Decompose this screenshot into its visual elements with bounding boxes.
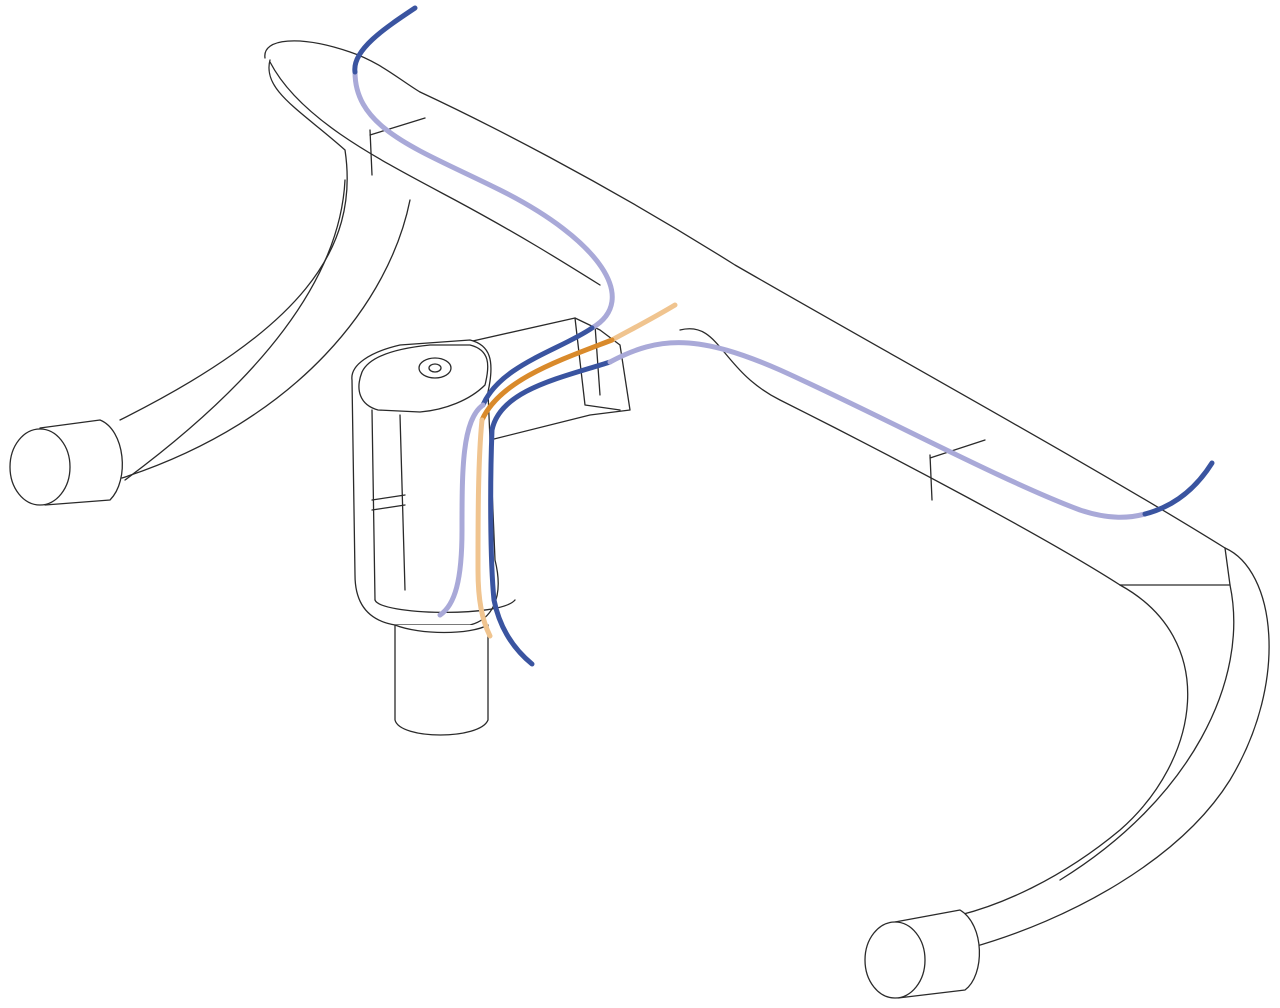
stem-clamp (574, 317, 621, 411)
steerer-tube (394, 625, 489, 736)
cable-lavender-down (437, 402, 486, 618)
bar-bottom-edge-right (679, 328, 1121, 586)
top-cap-bolt (418, 357, 452, 379)
cable-light-orange-upper (609, 302, 678, 343)
bar-grip-line-right (1119, 547, 1231, 586)
right-drop-mid (1059, 584, 1235, 881)
left-drop-inner (124, 179, 346, 481)
left-drop-mid (121, 199, 411, 479)
right-bar-end-cap (864, 921, 926, 999)
cable-dark-orange (479, 337, 615, 423)
bar-top-edge (419, 91, 1226, 549)
cable-dark-blue-down (488, 359, 613, 667)
left-drop-outer (119, 59, 348, 421)
handlebar (9, 40, 1270, 999)
bar-section-line-right (929, 439, 986, 501)
stem-top-cap (358, 344, 489, 413)
bar-section-line-left (369, 117, 426, 176)
cable-dark-blue-right-end (1142, 460, 1215, 517)
cable-dark-blue-left-end (352, 5, 418, 75)
left-top-loop (264, 40, 421, 93)
cable-dark-blue-upper (480, 325, 595, 408)
right-drop-outer (969, 547, 1270, 949)
cable-lavender-left (352, 69, 615, 331)
top-cap-bolt-socket (428, 363, 442, 373)
bar-bottom-edge (269, 61, 601, 286)
stem-side-lines (371, 409, 406, 601)
cable-light-orange-down (475, 417, 493, 639)
left-bar-end-cap (9, 428, 71, 506)
cable-lavender-right (607, 340, 1148, 520)
cables (352, 5, 1215, 667)
right-drop-inner (959, 584, 1189, 916)
